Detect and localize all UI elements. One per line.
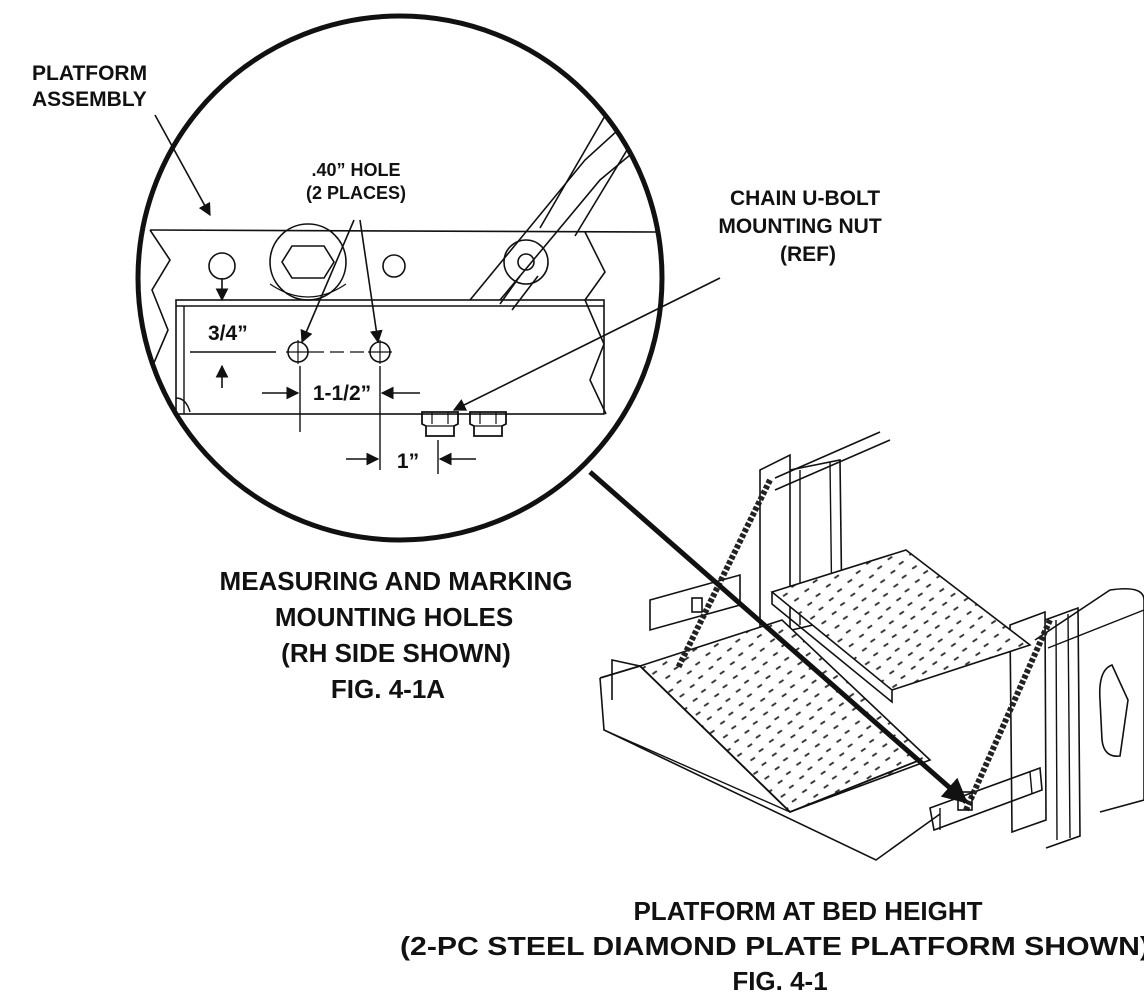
chain-note-line2: MOUNTING NUT — [718, 215, 881, 238]
main-caption: PLATFORM AT BED HEIGHT (2-PC STEEL DIAMO… — [400, 896, 1144, 996]
chain-note-line3: (REF) — [780, 243, 836, 266]
diamond-plate-upper — [770, 549, 1032, 691]
detail-caption: MEASURING AND MARKING MOUNTING HOLES (RH… — [220, 566, 573, 704]
leader-lines — [154, 114, 721, 411]
main-caption-line3: FIG. 4-1 — [732, 966, 827, 996]
chain-right — [963, 618, 1053, 812]
main-caption-line1: PLATFORM AT BED HEIGHT — [633, 896, 982, 926]
detail-pointer-arrow — [588, 470, 968, 804]
detail-circle — [135, 13, 665, 543]
detail-caption-line3: (RH SIDE SHOWN) — [281, 638, 511, 668]
dim-vertical-offset: 3/4” — [208, 322, 248, 345]
detail-view — [135, 13, 721, 543]
detail-caption-line1: MEASURING AND MARKING — [220, 566, 573, 596]
dimension-lines — [190, 278, 476, 474]
chain-left — [675, 478, 773, 670]
platform-assembly-label-line2: ASSEMBLY — [32, 88, 147, 111]
detail-caption-line2: MOUNTING HOLES — [275, 602, 513, 632]
liftgate-illustration — [599, 431, 1144, 861]
main-caption-line2: (2-PC STEEL DIAMOND PLATE PLATFORM SHOWN… — [400, 931, 1144, 961]
hole-note-line2: (2 PLACES) — [306, 183, 406, 203]
detail-drawing — [149, 89, 661, 415]
platform-assembly-label-line1: PLATFORM — [32, 62, 147, 85]
detail-caption-line4: FIG. 4-1A — [331, 674, 445, 704]
chain-note-line1: CHAIN U-BOLT — [730, 187, 880, 210]
dim-hole-spacing: 1-1/2” — [313, 382, 371, 405]
dim-nut-offset: 1” — [397, 450, 419, 473]
hole-note-line1: .40” HOLE — [311, 160, 400, 180]
mounting-nuts — [421, 411, 507, 437]
mounting-hole-marks — [286, 340, 392, 364]
